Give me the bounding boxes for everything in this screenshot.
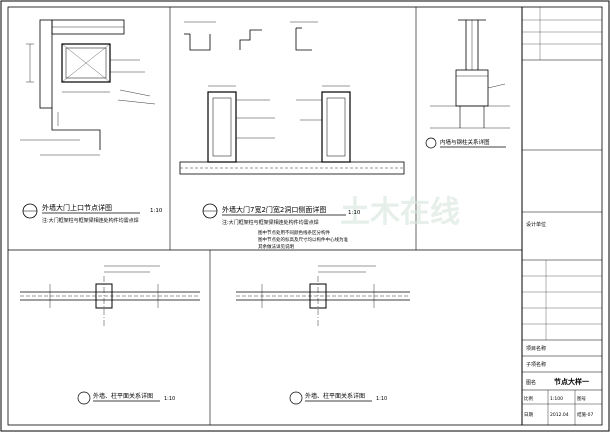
date-label: 日期	[524, 412, 533, 418]
design-firm-label: 设计单位	[526, 221, 546, 228]
subproject-name-label: 子项名称	[526, 361, 546, 368]
profile-sketch-3	[295, 28, 312, 51]
drawing-title: 节点大样一	[554, 377, 589, 386]
sheet-value: 结施-07	[577, 411, 593, 418]
watermark-text: 土木在线	[340, 195, 460, 230]
detail-scale: 1:10	[164, 396, 175, 402]
door-frame-profile	[51, 108, 101, 150]
detail-scale: 1:10	[348, 210, 361, 216]
profile-sketch-1	[189, 34, 211, 51]
notes-line-2: 图中节点处的标高及尺寸均以构件中心线为准	[258, 236, 348, 243]
detail-title: 外墙大门上口节点详图	[42, 203, 112, 212]
date-value: 2012.04	[550, 412, 569, 418]
detail-door-opening: 外墙大门上口节点详图 1:10 注:大门框架柱与框架梁相连处构件均需点焊	[20, 19, 163, 224]
column-footing	[455, 69, 489, 107]
sheet-label: 图号	[577, 396, 586, 402]
scale-label: 比例	[524, 395, 533, 402]
detail-title: 外墙大门7宽2门宽2洞口侧面详图	[222, 205, 326, 214]
detail-frame-opening: 外墙大门7宽2门宽2洞口侧面详图 1:10 注:大门框架柱与框架梁相连处构件均需…	[179, 21, 405, 250]
inner-border	[7, 6, 603, 426]
detail-note: 注:大门框架柱与框架梁相连处构件均需点焊	[222, 219, 319, 226]
detail-scale: 1:10	[150, 208, 163, 214]
detail-title: 内墙与钢柱关系详图	[440, 138, 490, 146]
scale-value: 1:100	[550, 396, 563, 402]
notes-line-3: 其余做法详见说明	[258, 243, 294, 250]
detail-title: 外墙、柱平面关系详图	[305, 392, 365, 400]
door-header-box	[61, 43, 111, 83]
notes-line-1: 图中节点处用不同颜色线条区分构件	[258, 229, 330, 236]
detail-wall-section-2: 外墙、柱平面关系详图 1:10	[236, 265, 410, 405]
detail-column-base: 内墙与钢柱关系详图	[425, 19, 510, 149]
profile-sketch-2	[239, 29, 262, 50]
detail-wall-section-1: 外墙、柱平面关系详图 1:10	[20, 265, 200, 405]
frame-column-right	[321, 91, 351, 163]
title-block: 设计单位 项目名称 子项名称 图名 节点大样一 比例 1:100 图号 日期 2…	[522, 7, 602, 425]
wall-column	[39, 19, 53, 109]
drawing-name-label: 图名	[526, 379, 536, 386]
frame-column-left	[207, 91, 237, 163]
detail-scale: 1:10	[376, 396, 387, 402]
detail-title: 外墙、柱平面关系详图	[93, 392, 153, 400]
detail-note: 注:大门框架柱与框架梁相连处构件均需点焊	[42, 217, 139, 224]
project-name-label: 项目名称	[526, 345, 546, 352]
